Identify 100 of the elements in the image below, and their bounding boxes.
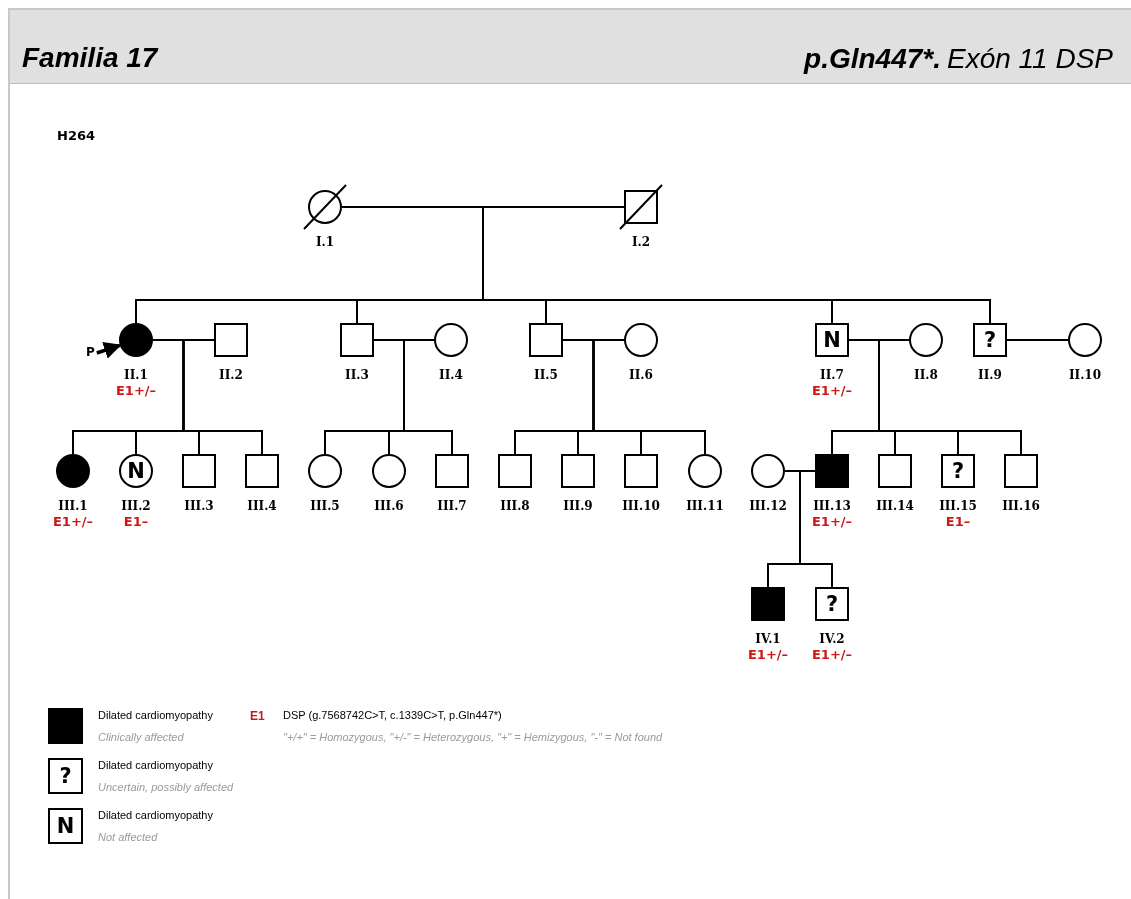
male-symbol <box>1004 454 1038 488</box>
male-symbol <box>973 323 1007 357</box>
marriage-line <box>341 206 625 208</box>
individual-id: III.1 <box>58 499 88 513</box>
male-symbol <box>245 454 279 488</box>
male-symbol <box>815 587 849 621</box>
female-symbol <box>688 454 722 488</box>
male-symbol <box>214 323 248 357</box>
legend-text: Dilated cardiomyopathy <box>98 709 213 721</box>
female-symbol <box>308 454 342 488</box>
individual-id: II.9 <box>978 368 1002 382</box>
genotype-label: E1+/– <box>811 383 853 398</box>
individual-id: III.10 <box>622 499 660 513</box>
female-symbol <box>119 454 153 488</box>
descent-line <box>403 339 453 455</box>
marriage-line <box>373 339 435 341</box>
descent-line <box>182 339 263 455</box>
marriage-line <box>848 339 910 341</box>
marriage-line <box>562 339 625 341</box>
mutation-heading: p.Gln447*. <box>804 43 941 75</box>
female-symbol <box>308 190 342 224</box>
marriage-line <box>152 339 215 341</box>
male-symbol <box>624 190 658 224</box>
genotype-label: E1+/– <box>52 514 94 529</box>
individual-id: III.13 <box>813 499 851 513</box>
affected-male-symbol <box>751 587 785 621</box>
genotype-label: E1+/– <box>811 647 853 662</box>
genotype-label: E1+/– <box>811 514 853 529</box>
genotype-label: E1– <box>123 514 149 529</box>
legend-note: Not affected <box>98 831 158 843</box>
pointer-arrow <box>96 342 122 359</box>
legend-note: Uncertain, possibly affected <box>98 781 234 793</box>
individual-id: II.4 <box>439 368 463 382</box>
male-symbol <box>815 323 849 357</box>
individual-id: IV.1 <box>755 632 781 646</box>
marriage-line <box>784 470 816 472</box>
legend-text: Dilated cardiomyopathy <box>98 809 213 821</box>
affected-male-symbol <box>815 454 849 488</box>
individual-id: II.10 <box>1068 368 1102 382</box>
affected-female-symbol <box>119 323 153 357</box>
marriage-line <box>1006 339 1069 341</box>
individual-id: II.3 <box>345 368 369 382</box>
individual-id: III.2 <box>121 499 151 513</box>
female-symbol <box>1068 323 1102 357</box>
descent-line <box>799 470 833 588</box>
status-letter: N <box>823 329 841 351</box>
male-symbol <box>561 454 595 488</box>
legend-text: Dilated cardiomyopathy <box>98 759 213 771</box>
status-letter: ? <box>983 329 997 351</box>
individual-id: II.1 <box>124 368 148 382</box>
individual-id: III.15 <box>939 499 977 513</box>
genotype-label: E1+/– <box>115 383 157 398</box>
genotype-label: E1+/– <box>747 647 789 662</box>
status-letter: ? <box>951 460 965 482</box>
status-letter: N <box>56 815 75 837</box>
individual-id: III.14 <box>876 499 914 513</box>
legend-note: Clinically affected <box>98 731 184 743</box>
individual-id: II.6 <box>629 368 653 382</box>
female-symbol <box>751 454 785 488</box>
variant-code: E1 <box>250 709 265 723</box>
individual-id: III.12 <box>749 499 787 513</box>
female-symbol <box>909 323 943 357</box>
title: Familia 17 <box>22 42 158 74</box>
individual-id: III.7 <box>437 499 467 513</box>
individual-id: II.7 <box>820 368 844 382</box>
affected-female-symbol <box>56 454 90 488</box>
individual-id: III.4 <box>247 499 277 513</box>
male-symbol <box>182 454 216 488</box>
descent-line <box>878 339 1022 455</box>
individual-id: III.11 <box>686 499 724 513</box>
individual-id: II.8 <box>914 368 938 382</box>
individual-id: I.2 <box>631 235 651 249</box>
individual-id: I.1 <box>315 235 335 249</box>
female-symbol <box>372 454 406 488</box>
individual-id: II.5 <box>534 368 558 382</box>
individual-id: III.5 <box>310 499 340 513</box>
status-letter: ? <box>59 765 72 787</box>
exon-heading: Exón 11 DSP <box>946 43 1113 75</box>
individual-id: III.3 <box>184 499 214 513</box>
individual-id: III.6 <box>374 499 404 513</box>
descent-line <box>592 339 706 455</box>
status-letter: ? <box>825 593 839 615</box>
male-symbol <box>340 323 374 357</box>
proband-marker: P <box>86 345 95 359</box>
male-symbol <box>529 323 563 357</box>
variant-description: DSP (g.7568742C>T, c.1339C>T, p.Gln447*) <box>283 709 502 721</box>
status-letter: N <box>127 460 145 482</box>
genotype-key: "+/+" = Homozygous, "+/-" = Heterozygous, "+" = Hemizygous, "-" = Not found <box>283 731 663 743</box>
individual-id: IV.2 <box>819 632 845 646</box>
individual-id: II.2 <box>219 368 243 382</box>
male-symbol <box>435 454 469 488</box>
male-symbol <box>624 454 658 488</box>
individual-id: III.8 <box>500 499 530 513</box>
individual-id: III.9 <box>563 499 593 513</box>
genotype-label: E1– <box>945 514 971 529</box>
pedigree-code: H264 <box>57 128 96 143</box>
male-symbol <box>941 454 975 488</box>
individual-id: III.16 <box>1002 499 1040 513</box>
female-symbol <box>624 323 658 357</box>
male-symbol <box>498 454 532 488</box>
